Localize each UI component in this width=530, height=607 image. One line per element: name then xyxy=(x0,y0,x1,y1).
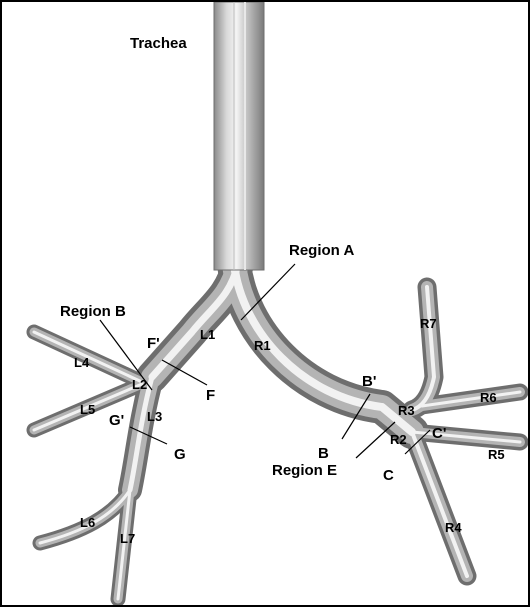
label-g-prime: G' xyxy=(109,412,124,429)
label-f: F xyxy=(206,387,215,404)
label-r1: R1 xyxy=(254,338,271,353)
label-region-b: Region B xyxy=(60,303,126,320)
label-b-prime: B' xyxy=(362,373,376,390)
label-region-a: Region A xyxy=(289,242,354,259)
label-c-prime: C' xyxy=(432,425,446,442)
label-l7: L7 xyxy=(120,531,135,546)
label-l1: L1 xyxy=(200,327,215,342)
label-b: B xyxy=(318,445,329,462)
label-g: G xyxy=(174,446,186,463)
label-r2: R2 xyxy=(390,432,407,447)
label-l3: L3 xyxy=(147,409,162,424)
label-l2: L2 xyxy=(132,377,147,392)
label-l6: L6 xyxy=(80,515,95,530)
label-trachea: Trachea xyxy=(130,35,187,52)
label-r7: R7 xyxy=(420,316,437,331)
label-l5: L5 xyxy=(80,402,95,417)
label-r5: R5 xyxy=(488,447,505,462)
label-region-e: Region E xyxy=(272,462,337,479)
label-f-prime: F' xyxy=(147,335,160,352)
trachea-tube xyxy=(214,2,264,270)
label-r6: R6 xyxy=(480,390,497,405)
label-c: C xyxy=(383,467,394,484)
label-r4: R4 xyxy=(445,520,462,535)
label-r3: R3 xyxy=(398,403,415,418)
label-l4: L4 xyxy=(74,355,90,370)
